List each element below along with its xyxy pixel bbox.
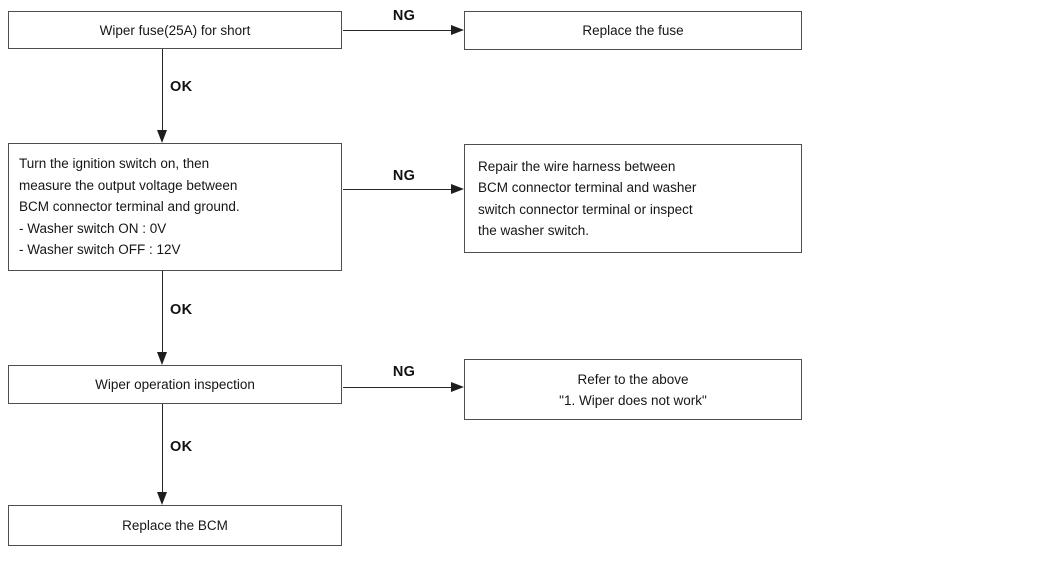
ng-label-2: NG <box>392 168 416 184</box>
ng-label-3: NG <box>392 364 416 380</box>
node-refer-wiper-not-work-label: Refer to the above "1. Wiper does not wo… <box>559 371 707 408</box>
ok-label-3: OK <box>170 439 193 455</box>
ng-arrow-3-arrowhead-icon <box>451 382 464 392</box>
ok-arrow-1-arrowhead-icon <box>157 130 167 143</box>
node-wiper-operation-inspection: Wiper operation inspection <box>8 365 342 404</box>
ng-arrow-2-line <box>343 189 452 190</box>
ok-arrow-2-arrowhead-icon <box>157 352 167 365</box>
ok-arrow-2-line <box>162 271 163 354</box>
ng-arrow-1-arrowhead-icon <box>451 25 464 35</box>
ok-arrow-3-arrowhead-icon <box>157 492 167 505</box>
node-replace-fuse-label: Replace the fuse <box>582 23 684 38</box>
ok-label-2: OK <box>170 302 193 318</box>
node-ignition-voltage-check: Turn the ignition switch on, then measur… <box>8 143 342 271</box>
ok-label-1: OK <box>170 79 193 95</box>
node-wiper-fuse-check: Wiper fuse(25A) for short <box>8 11 342 49</box>
ng-label-1: NG <box>392 8 416 24</box>
ng-arrow-3-line <box>343 387 452 388</box>
node-refer-wiper-not-work: Refer to the above "1. Wiper does not wo… <box>464 359 802 420</box>
ng-arrow-2-arrowhead-icon <box>451 184 464 194</box>
ok-arrow-1-line <box>162 49 163 132</box>
node-repair-harness-label: Repair the wire harness between BCM conn… <box>478 158 697 239</box>
node-replace-bcm: Replace the BCM <box>8 505 342 546</box>
node-repair-harness: Repair the wire harness between BCM conn… <box>464 144 802 253</box>
node-wiper-fuse-check-label: Wiper fuse(25A) for short <box>99 22 251 38</box>
node-replace-bcm-label: Replace the BCM <box>122 518 228 533</box>
node-ignition-voltage-check-label: Turn the ignition switch on, then measur… <box>19 156 240 258</box>
node-replace-fuse: Replace the fuse <box>464 11 802 50</box>
node-wiper-operation-inspection-label: Wiper operation inspection <box>95 377 255 392</box>
ng-arrow-1-line <box>343 30 452 31</box>
ok-arrow-3-line <box>162 404 163 494</box>
